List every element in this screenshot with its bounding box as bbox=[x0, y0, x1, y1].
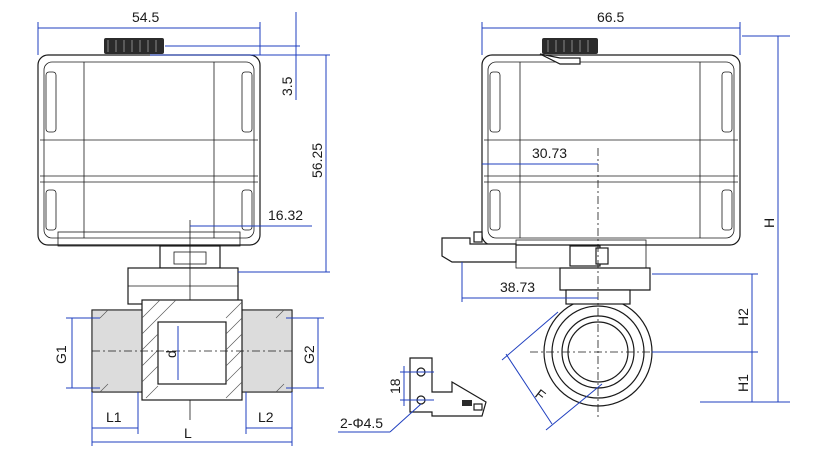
dim-G2: G2 bbox=[301, 345, 317, 364]
dim-stem-offset: 16.32 bbox=[268, 207, 303, 223]
front-dimensions: 54.5 3.5 56.25 16.32 G1 d G2 L1 bbox=[37, 9, 330, 446]
side-view: 66.5 30.73 38.73 H H2 H1 F bbox=[441, 9, 790, 431]
front-knob-icon bbox=[104, 38, 164, 54]
dim-height-actuator: 56.25 bbox=[309, 143, 325, 178]
dim-H: H bbox=[761, 218, 777, 228]
dim-bracket-holes: 2-Φ4.5 bbox=[340, 415, 383, 431]
side-actuator-body bbox=[481, 54, 741, 269]
side-valve-pipe bbox=[530, 148, 670, 420]
front-valve-body bbox=[91, 299, 293, 401]
front-view: 54.5 3.5 56.25 16.32 G1 d G2 L1 bbox=[37, 9, 330, 446]
dim-L: L bbox=[184, 425, 192, 441]
dim-L1: L1 bbox=[106, 409, 122, 425]
dim-L2: L2 bbox=[258, 409, 274, 425]
dim-bracket-18: 18 bbox=[387, 378, 403, 394]
dim-H2: H2 bbox=[735, 308, 751, 326]
dim-G1: G1 bbox=[53, 345, 69, 364]
dim-offset-38: 38.73 bbox=[500, 279, 535, 295]
dim-H1: H1 bbox=[735, 374, 751, 392]
dim-F: F bbox=[532, 386, 549, 404]
bracket-detail: 18 2-Φ4.5 bbox=[338, 357, 487, 433]
dim-d: d bbox=[163, 350, 179, 358]
side-manual-lever bbox=[539, 53, 581, 65]
dim-width-side: 66.5 bbox=[597, 9, 624, 25]
side-knob-icon bbox=[542, 38, 598, 54]
dim-top-gap: 3.5 bbox=[279, 76, 295, 96]
dim-offset-30: 30.73 bbox=[532, 145, 567, 161]
front-actuator-body bbox=[37, 54, 261, 247]
side-bracket bbox=[441, 231, 651, 291]
side-dimensions: 66.5 30.73 38.73 H H2 H1 F bbox=[461, 9, 790, 431]
dim-width-front: 54.5 bbox=[132, 9, 159, 25]
